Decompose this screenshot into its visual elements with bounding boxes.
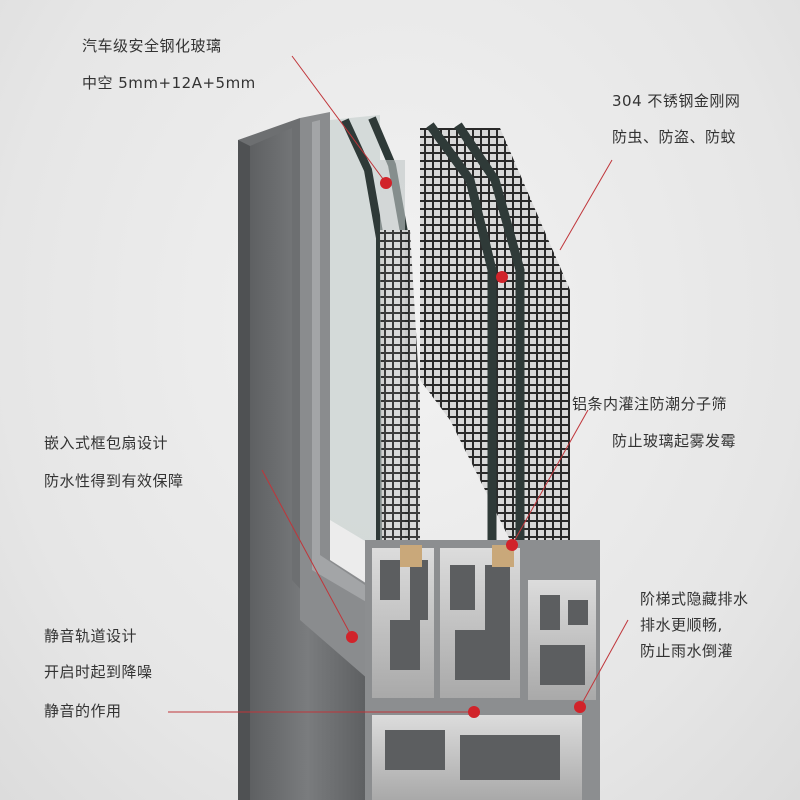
spacer-callout-title: 铝条内灌注防潮分子筛: [572, 395, 728, 413]
mesh-callout-desc: 防虫、防盗、防蚊: [612, 128, 737, 146]
spacer-callout-desc: 防止玻璃起雾发霉: [612, 432, 737, 450]
track-callout-title: 静音轨道设计: [44, 627, 138, 645]
markers: [346, 177, 586, 718]
sash-frame: [300, 112, 392, 700]
leader-lines: [168, 55, 629, 713]
drain-callout-title: 阶梯式隐藏排水: [640, 590, 749, 608]
drain-callout-desc1: 排水更顺畅,: [640, 616, 723, 634]
track-callout-desc1: 开启时起到降噪: [44, 663, 153, 681]
glass-callout-title: 汽车级安全钢化玻璃: [82, 37, 222, 55]
frame-callout-title: 嵌入式框包扇设计: [44, 434, 169, 452]
stainless-mesh: [380, 122, 570, 580]
mesh-callout-title: 304 不锈钢金刚网: [612, 92, 741, 110]
bottom-profile: [365, 540, 600, 800]
track-callout-desc2: 静音的作用: [44, 702, 122, 720]
glass-callout-spec: 中空 5mm+12A+5mm: [82, 74, 256, 92]
drain-callout-desc2: 防止雨水倒灌: [640, 642, 734, 660]
frame-callout-desc: 防水性得到有效保障: [44, 472, 184, 490]
